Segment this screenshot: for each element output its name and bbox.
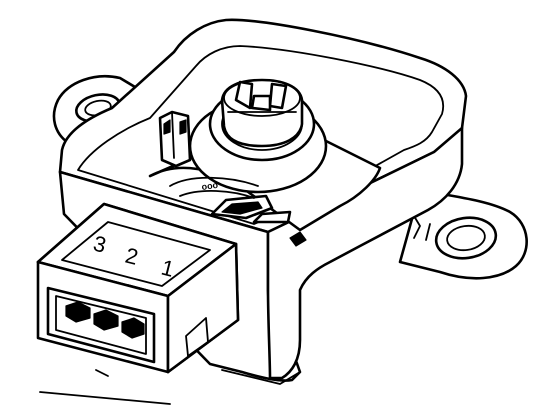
pin-1-label: 1 xyxy=(159,255,177,282)
electrical-connector: 3 2 1 xyxy=(36,202,240,374)
terminal-post xyxy=(158,110,192,168)
index-marks: ooo xyxy=(201,180,219,192)
base-edge xyxy=(39,391,171,405)
pin-labels: 3 2 1 xyxy=(91,231,177,282)
right-mounting-ear xyxy=(398,188,528,280)
pin-2-label: 2 xyxy=(123,243,141,270)
rotor-assembly: ooo xyxy=(148,78,382,247)
pin-3-label: 3 xyxy=(91,231,109,258)
